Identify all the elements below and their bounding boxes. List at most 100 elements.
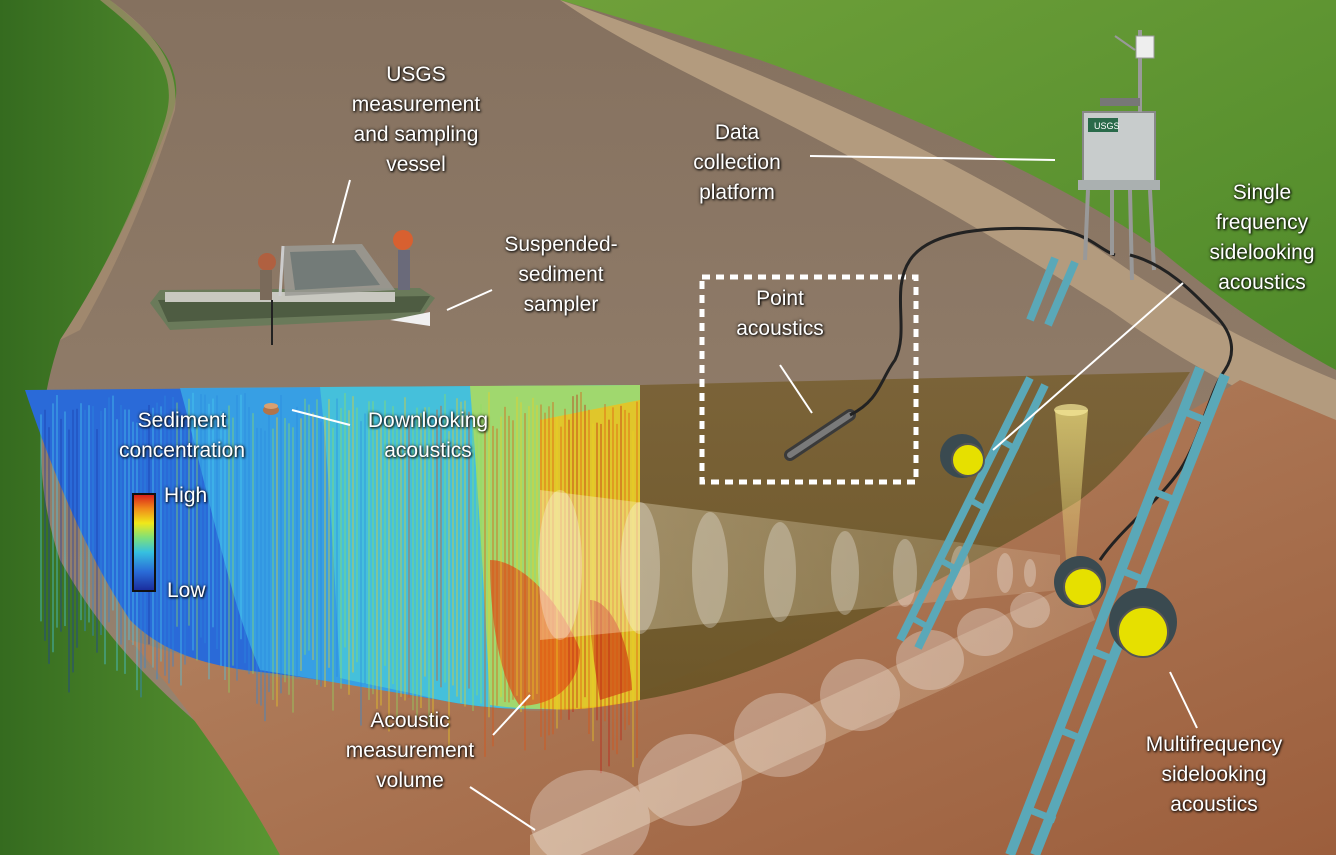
concentration-streak [260, 428, 262, 706]
concentration-streak [248, 407, 250, 675]
downlooking-sensor-icon [263, 403, 279, 415]
concentration-streak [444, 394, 446, 683]
concentration-streak [212, 398, 214, 628]
downlooking-label-line: Downlooking [367, 409, 489, 432]
sampler-label-line: sampler [523, 293, 599, 316]
legend-high-label: High [164, 481, 207, 511]
vessel-label-line: and sampling [353, 123, 479, 146]
multifrequency-label-line: acoustics [1170, 793, 1258, 816]
concentration-streak [472, 411, 474, 711]
single-frequency-label-line: acoustics [1218, 271, 1306, 294]
concentration-streak [300, 418, 302, 671]
concentration-streak [504, 406, 506, 703]
concentration-streak [232, 417, 234, 666]
concentration-streak [204, 394, 206, 644]
multifrequency-label-line: Multifrequency [1145, 733, 1283, 756]
concentration-streak [116, 419, 118, 671]
concentration-streak [396, 428, 398, 726]
concentration-streak [488, 392, 490, 718]
sediment-concentration-label: Sediment concentration [102, 406, 262, 466]
concentration-streak [536, 405, 538, 694]
lower-acoustic-beam [530, 580, 1095, 855]
concentration-streak [484, 430, 486, 757]
concentration-streak [68, 429, 70, 693]
concentration-streak [364, 413, 366, 685]
data-platform-label: Data collection platform [667, 118, 807, 208]
upper-acoustic-beam [540, 490, 1060, 640]
concentration-streak [400, 420, 402, 697]
concentration-streak [128, 409, 130, 641]
concentration-streak [508, 415, 510, 703]
concentration-streak [516, 396, 518, 696]
concentration-streak [500, 416, 502, 698]
legend-low-text: Low [167, 579, 206, 602]
single-frequency-sensor-icon [940, 434, 985, 478]
concentration-streak [416, 407, 418, 720]
legend-low-label: Low [167, 576, 206, 606]
concentration-streak [392, 406, 394, 685]
usgs-vessel-icon [150, 230, 435, 345]
concentration-streak [240, 394, 242, 640]
concentration-streak [408, 416, 410, 698]
concentration-streak [52, 403, 54, 653]
concentration-streak [456, 398, 458, 697]
concentration-streak [200, 394, 202, 638]
acoustic-volume-label: Acoustic measurement volume [330, 706, 490, 796]
concentration-streak [460, 401, 462, 704]
concentration-streak [164, 395, 166, 676]
beam-ellipses [530, 490, 1050, 855]
concentration-streak [168, 426, 170, 684]
concentration-streak [252, 413, 254, 674]
concentration-streak [288, 423, 290, 695]
legend-color-bar [132, 493, 156, 592]
concentration-streak [448, 431, 450, 748]
concentration-streak [184, 426, 186, 665]
usgs-logo-mark: USGS [1094, 121, 1120, 131]
acoustic-volume-label-line: volume [376, 769, 444, 792]
concentration-streak [432, 428, 434, 722]
concentration-streak [196, 425, 198, 661]
multifrequency-sensor-icon [1054, 556, 1177, 658]
concentration-streak [72, 409, 74, 673]
vessel-label-line: vessel [386, 153, 446, 176]
concentration-streak [216, 395, 218, 649]
concentration-streak [496, 428, 498, 706]
concentration-streak [76, 408, 78, 648]
acoustic-volume-label-line: Acoustic [370, 709, 450, 732]
concentration-streak [452, 413, 454, 686]
concentration-streak [292, 427, 294, 713]
concentration-streak [124, 409, 126, 674]
concentration-streak [356, 407, 358, 663]
concentration-streak [44, 409, 46, 641]
leader-lines [291, 155, 1198, 831]
concentration-streak [352, 396, 354, 673]
concentration-streak [156, 402, 158, 680]
concentration-streak [244, 393, 246, 664]
concentration-streak [324, 415, 326, 688]
concentration-streak [360, 421, 362, 726]
concentration-streak [412, 414, 414, 711]
point-acoustics-sensor-icon [784, 226, 1116, 461]
downlooking-label-line: acoustics [384, 439, 472, 462]
concentration-streak [112, 395, 114, 611]
multifrequency-label-line: sidelooking [1161, 763, 1267, 786]
concentration-streak [464, 400, 466, 707]
concentration-streak [492, 425, 494, 747]
concentration-streak [56, 395, 58, 628]
concentration-streak [180, 420, 182, 686]
concentration-streak [296, 406, 298, 678]
concentration-streak [284, 418, 286, 683]
concentration-streak [524, 413, 526, 751]
single-frequency-label: Single frequency sidelooking acoustics [1192, 178, 1332, 298]
concentration-streak [328, 399, 330, 668]
concentration-streak [108, 397, 110, 623]
concentration-streak [512, 420, 514, 700]
concentration-streak [436, 409, 438, 681]
left-grass-bank [0, 0, 280, 855]
concentration-streak [208, 403, 210, 680]
sampler-label: Suspended- sediment sampler [486, 230, 636, 320]
concentration-streak [268, 411, 270, 693]
point-acoustics-label-line: Point [756, 287, 804, 310]
concentration-streak [304, 398, 306, 655]
